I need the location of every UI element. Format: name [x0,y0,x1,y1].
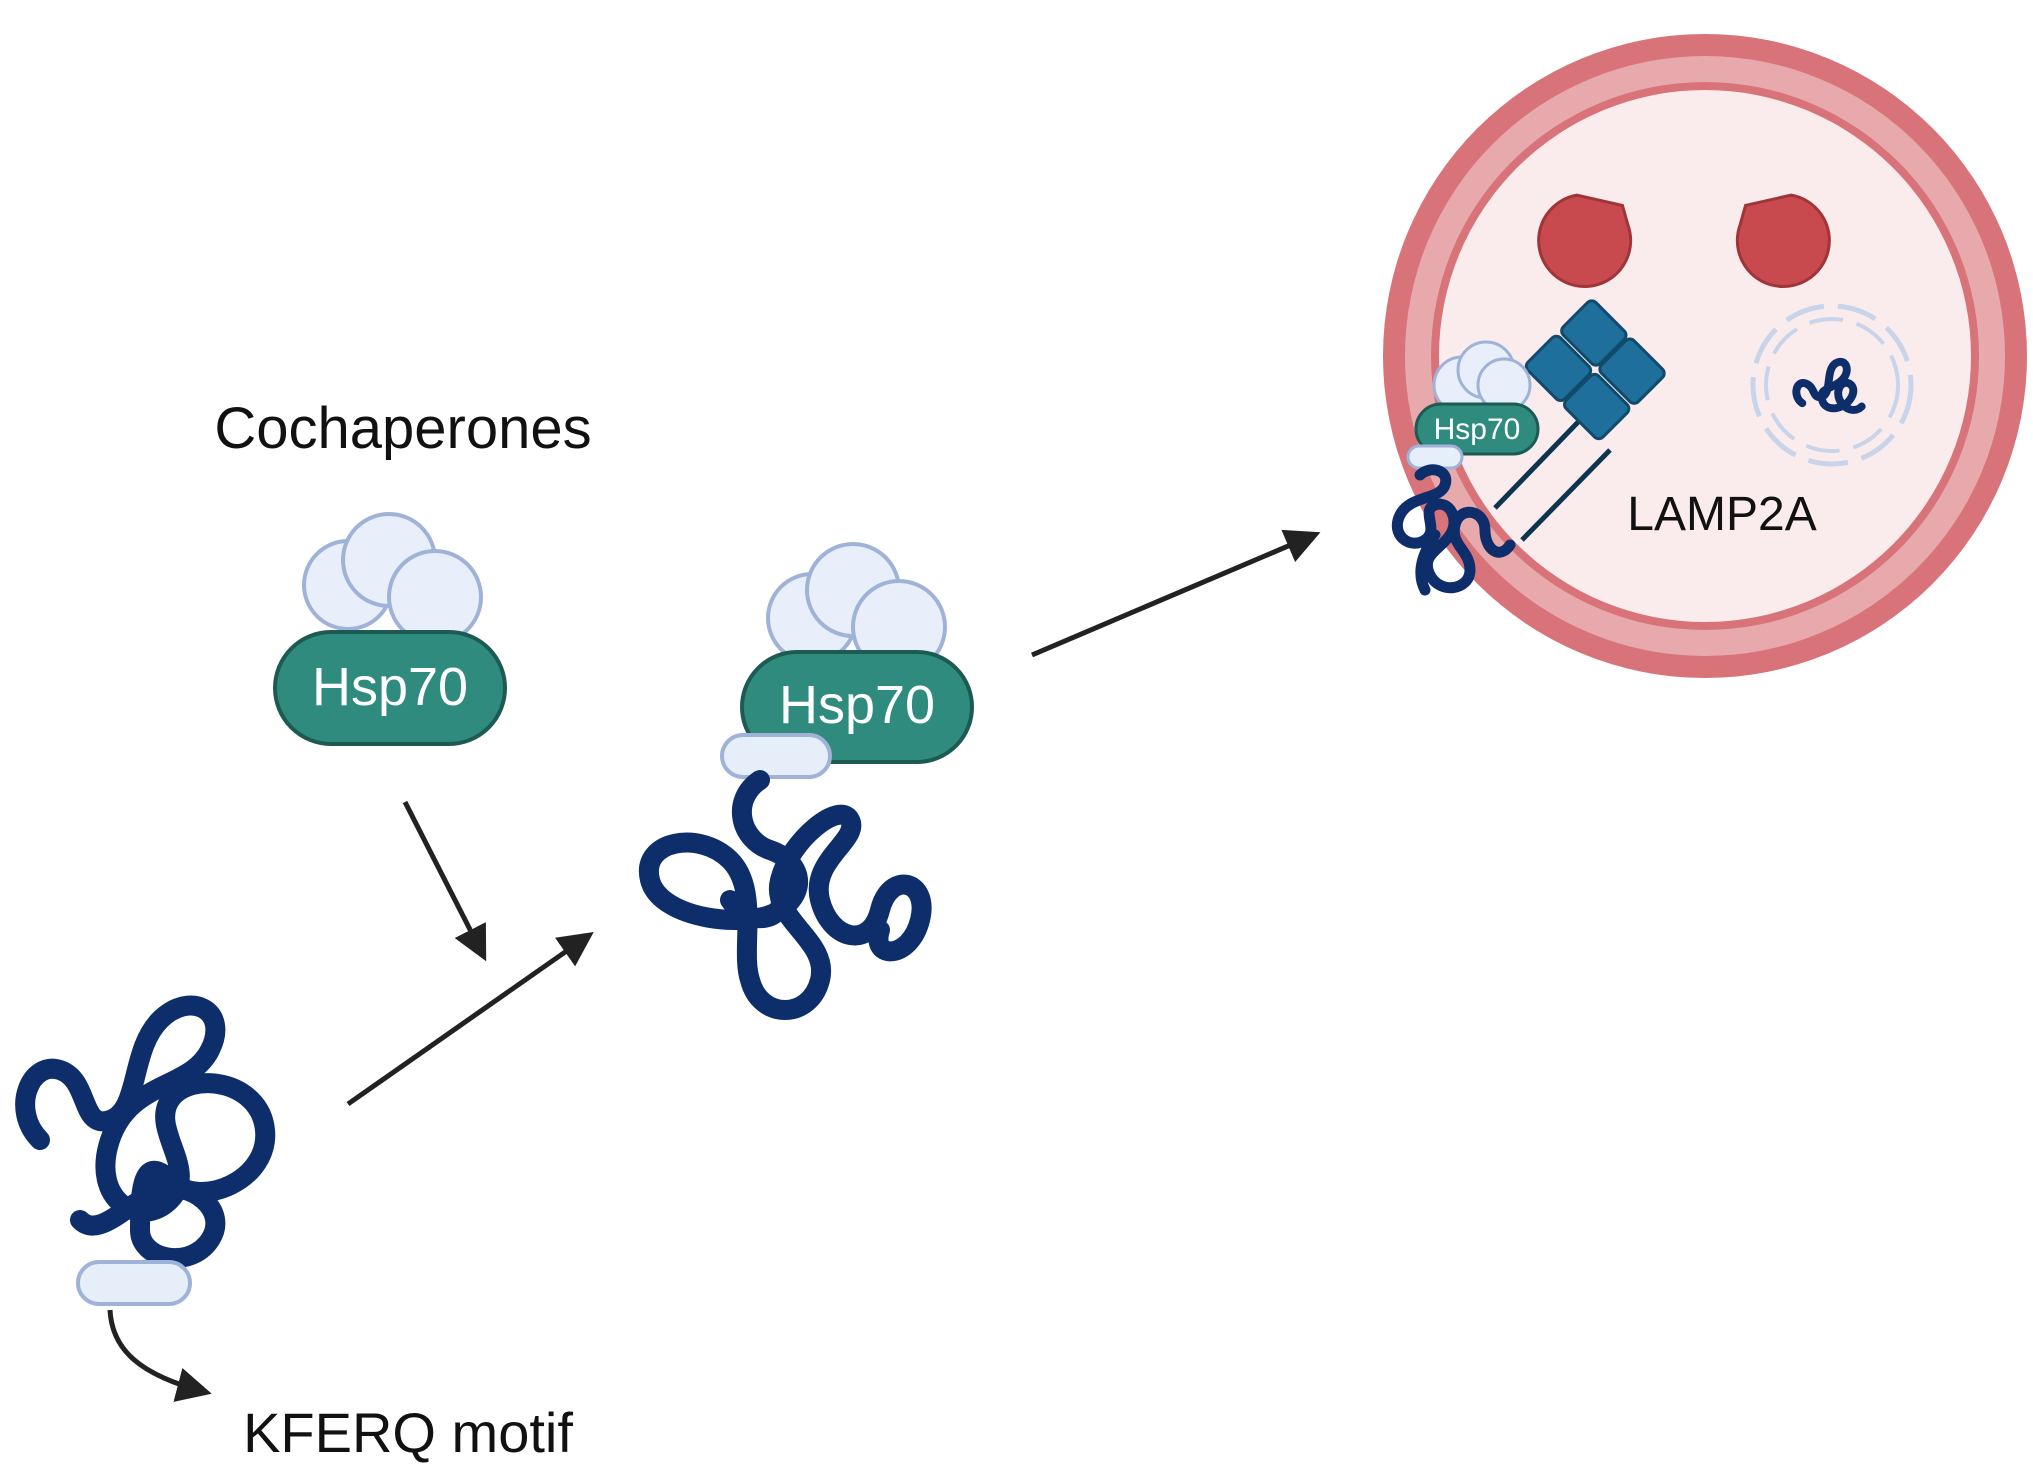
hsp70-lysosome-label: Hsp70 [1434,413,1521,446]
lysosome-lumen [1439,90,1971,622]
protease-icon [1735,193,1831,288]
protease-icon [1537,193,1633,288]
arrow-lysosome-targeting [1031,529,1321,658]
kferq-motif-free [76,1260,192,1306]
vesicle-membrane-inner [1764,317,1900,453]
lamp2a-receptor [1493,299,1666,542]
lamp2a-label: LAMP2A [1627,488,1816,541]
substrate-protein-free [15,995,276,1306]
arrow-substrate-recognition [346,931,594,1107]
substrate-protein-bound-icon [638,770,932,1020]
hsp70-free-body [273,630,507,746]
arrow-cochaperone-binding [402,800,487,962]
hsp70-bound-complex: Hsp70 [638,542,974,1020]
hsp70-free-label: Hsp70 [312,657,468,717]
degraded-protein-icon [1792,358,1866,414]
kferq-motif-label: KFERQ motif [243,1401,573,1464]
cochaperones-label: Cochaperones [214,396,591,461]
hsp70-lysosome-body [1414,402,1540,456]
hsp70-bound-label: Hsp70 [779,675,935,735]
cochaperone-icon [387,549,483,645]
substrate-protein-lysosome-icon [1391,464,1516,596]
substrate-protein-free-icon [15,995,276,1268]
vesicle-membrane [1750,303,1914,467]
arrow-kferq-pointer [107,1309,212,1402]
kferq-motif-bound [720,733,832,779]
hsp70-free-complex: Hsp70 [273,512,507,746]
lysosome: Hsp70 LAMP2A [1383,34,2027,678]
hsp70-lysosome-complex: Hsp70 [1391,340,1540,596]
